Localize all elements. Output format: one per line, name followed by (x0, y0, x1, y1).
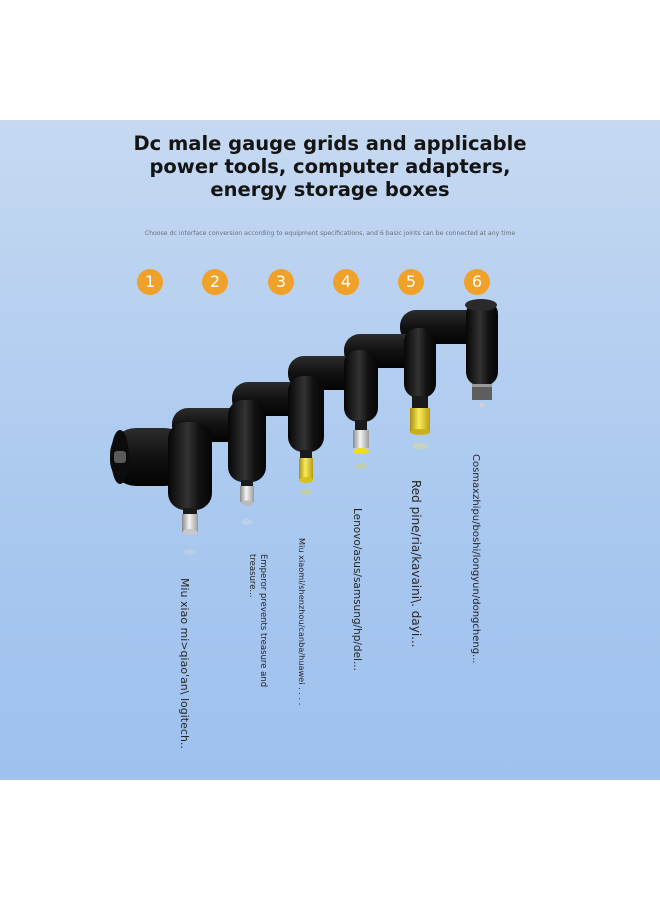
plug-3 (232, 376, 324, 495)
plug-5-label: Red pine/ria/kavaini\. dayi... (409, 480, 423, 648)
plug-4-label: Lenovo/asus/samsung/hp/del... (351, 508, 363, 671)
number-badge-5: 5 (398, 269, 424, 295)
page-title: Dc male gauge grids and applicable power… (0, 132, 660, 201)
number-badge-3: 3 (268, 269, 294, 295)
number-badge-6: 6 (464, 269, 490, 295)
dc-adapter-plugs-illustration (110, 299, 498, 555)
product-banner: Dc male gauge grids and applicable power… (0, 120, 660, 780)
number-badge-2: 2 (202, 269, 228, 295)
plug-3-label: Miu xiaomi/shenzhou/canba/huawei . . . . (297, 538, 307, 706)
title-line-2: power tools, computer adapters, (149, 155, 511, 178)
plug-2-label: Emperor prevents treasure and treasure..… (247, 554, 268, 688)
plug-1-label: Miu xiao mi>qiao'an\ logitech.. (178, 578, 191, 749)
number-badge-1: 1 (137, 269, 163, 295)
title-line-1: Dc male gauge grids and applicable (133, 132, 527, 155)
number-badge-4: 4 (333, 269, 359, 295)
subtitle: Choose dc interface conversion according… (144, 230, 516, 237)
plug-1 (110, 422, 212, 555)
plug-6-label: Cosmaxzhipu/boshi/longyun/dongcheng... (470, 454, 481, 664)
title-line-3: energy storage boxes (210, 178, 450, 201)
plug-5 (344, 328, 436, 449)
